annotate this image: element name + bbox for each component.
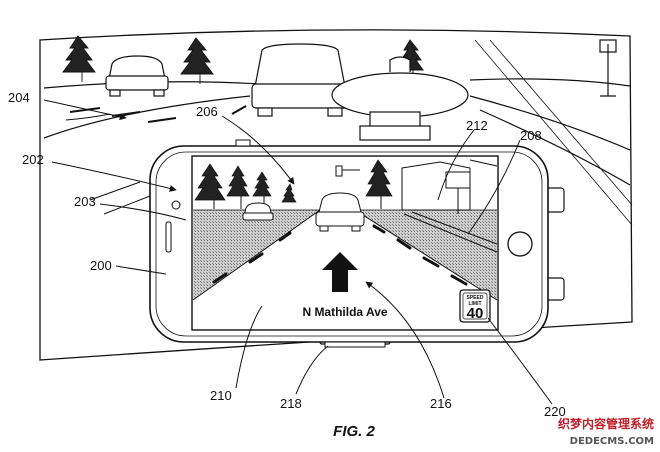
windshield-reflection: [474, 39, 633, 226]
watermark-line1: 织梦内容管理系统: [558, 416, 654, 431]
screen-curb: [403, 211, 498, 253]
phone-side-button-top: [235, 139, 251, 147]
road-right-shoulder: [479, 109, 631, 186]
leader-210: [235, 305, 263, 389]
phone-inner-edge: [155, 151, 543, 337]
ref-212-label: 212: [466, 118, 488, 133]
watermark: 织梦内容管理系统 DEDECMS.COM: [558, 416, 654, 447]
car-background-center: [251, 43, 349, 117]
background-scene: [39, 29, 633, 361]
figure-caption: FIG. 2: [333, 423, 375, 440]
screen-lane-dashes: [212, 224, 468, 286]
screen-street-sign: [445, 171, 471, 214]
leader-216: [365, 281, 445, 399]
phone-screen: N Mathilda Ave SPEED LIMIT 40: [191, 155, 499, 331]
leader-lines: [43, 99, 553, 405]
sign-post: [600, 44, 616, 97]
ref-218-label: 218: [280, 396, 302, 411]
reference-labels: 204 206 202 203 200 212 208 210 218 216 …: [8, 90, 566, 419]
leader-218: [295, 345, 329, 395]
screen-road-edge-left: [192, 209, 321, 301]
tree-left-1: [62, 35, 96, 82]
bg-road-marking: [231, 105, 247, 115]
watermark-line2: DEDECMS.COM: [570, 436, 654, 447]
ref-210-label: 210: [210, 388, 232, 403]
speed-limit-sign: SPEED LIMIT 40: [459, 289, 491, 323]
speed-limit-caption-bottom: LIMIT: [468, 301, 481, 307]
phone-device: N Mathilda Ave SPEED LIMIT 40: [149, 139, 549, 348]
lane-dash-2: [147, 117, 177, 123]
car-background-left: [105, 55, 169, 97]
leader-212: [437, 129, 475, 201]
lead-stroke-203: [89, 181, 151, 215]
speed-limit-value: 40: [467, 305, 484, 322]
tree-left-2: [180, 37, 214, 84]
windshield-outline: [39, 29, 633, 361]
far-sign: [599, 39, 617, 53]
phone-side-button-bottom: [324, 341, 386, 348]
ref-208-label: 208: [520, 128, 542, 143]
ref-206-label: 206: [196, 104, 218, 119]
speed-limit-caption-top: SPEED: [467, 295, 484, 301]
navigation-arrow-icon: [322, 252, 358, 292]
leader-204: [43, 99, 127, 121]
leader-200: [115, 265, 167, 275]
screen-road-edge-right: [354, 209, 498, 301]
leader-206: [221, 115, 295, 185]
phone-speaker-slot: [165, 221, 172, 253]
mirror-mount: [331, 56, 469, 141]
phone-camera: [171, 200, 181, 210]
street-name-label: N Mathilda Ave: [302, 305, 387, 319]
screen-traffic-light: [335, 165, 343, 177]
road-left-edge: [43, 95, 251, 139]
ref-200-label: 200: [90, 258, 112, 273]
leader-220: [487, 317, 553, 405]
screen-trees: [194, 159, 393, 203]
screen-car-center: [315, 192, 365, 232]
leader-203: [99, 203, 187, 221]
ref-203-label: 203: [74, 194, 96, 209]
ref-220-label: 220: [544, 404, 566, 419]
home-button[interactable]: [507, 231, 533, 257]
ref-204-label: 204: [8, 90, 30, 105]
leader-202: [51, 161, 177, 192]
ref-216-label: 216: [430, 396, 452, 411]
ref-202-label: 202: [22, 152, 44, 167]
screen-car-left: [242, 202, 274, 221]
bg-road-marking-2: [65, 113, 111, 121]
leader-208: [467, 139, 521, 235]
road-right-edge: [469, 95, 631, 151]
